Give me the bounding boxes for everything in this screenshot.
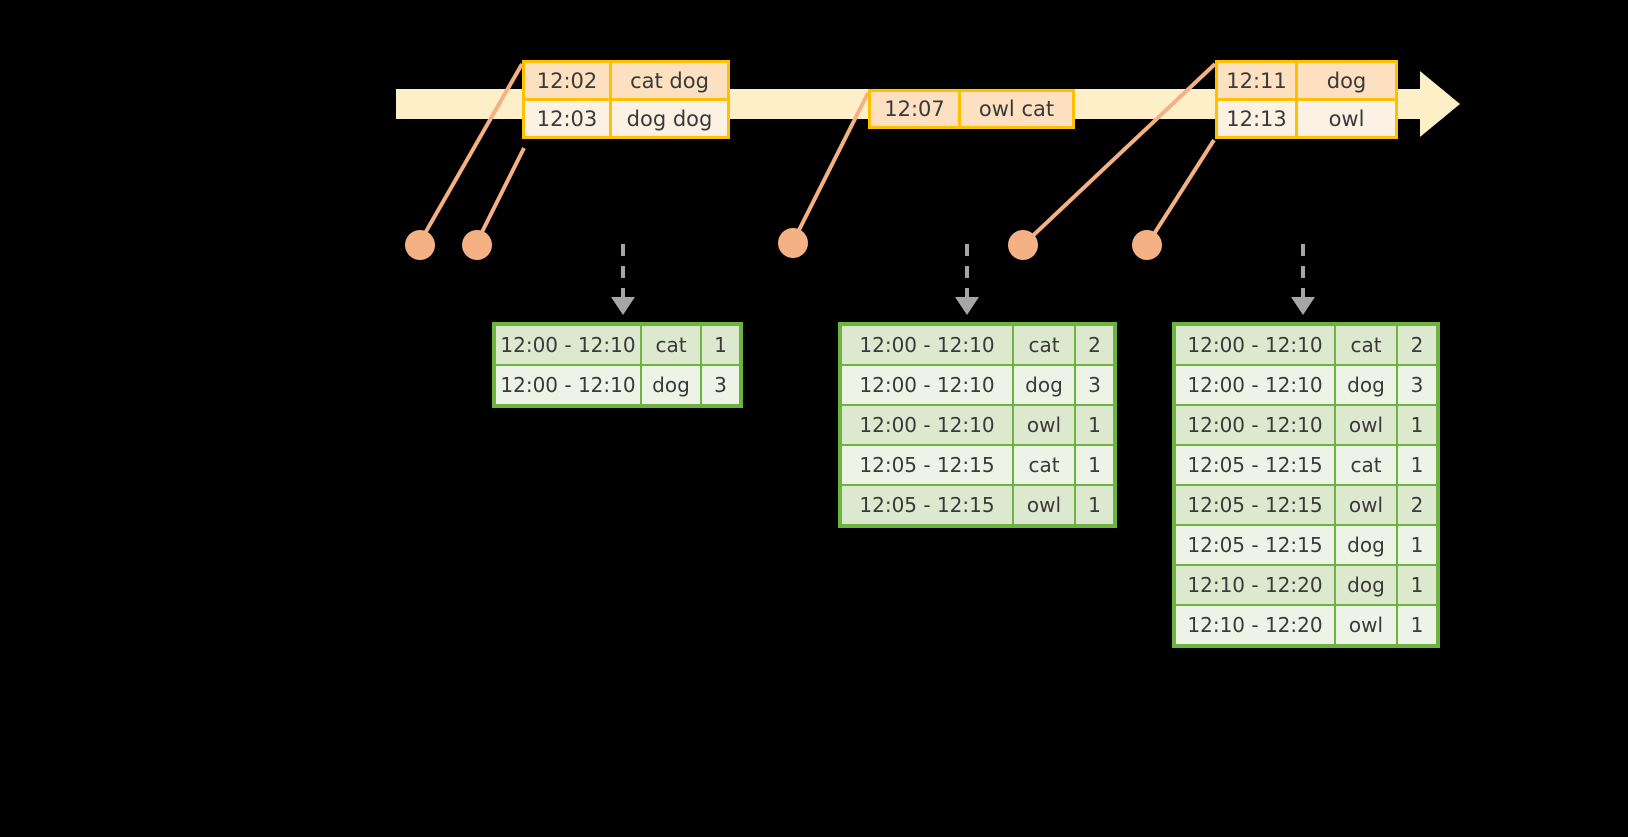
table-cell-window: 12:00 - 12:10 bbox=[1176, 406, 1336, 444]
event-row: 12:07 owl cat bbox=[871, 92, 1072, 126]
event-value: owl bbox=[1298, 101, 1395, 136]
table-cell-window: 12:10 - 12:20 bbox=[1176, 566, 1336, 604]
event-time: 12:03 bbox=[525, 101, 612, 136]
table-cell-window: 12:05 - 12:15 bbox=[1176, 486, 1336, 524]
event-box-3: 12:11 dog 12:13 owl bbox=[1215, 60, 1398, 139]
connector-dot bbox=[1132, 230, 1162, 260]
table-cell-count: 2 bbox=[1398, 326, 1436, 364]
event-value: owl cat bbox=[961, 92, 1072, 126]
table-cell-count: 1 bbox=[1398, 526, 1436, 564]
table-cell-key: cat bbox=[1014, 326, 1076, 364]
event-value: dog dog bbox=[612, 101, 727, 136]
event-value: dog bbox=[1298, 63, 1395, 98]
table-cell-count: 1 bbox=[1398, 406, 1436, 444]
connector-dot bbox=[462, 230, 492, 260]
table-cell-window: 12:00 - 12:10 bbox=[842, 366, 1014, 404]
table-cell-window: 12:00 - 12:10 bbox=[1176, 326, 1336, 364]
table-cell-count: 1 bbox=[702, 326, 739, 364]
event-row: 12:13 owl bbox=[1218, 98, 1395, 136]
event-box-2: 12:07 owl cat bbox=[868, 89, 1075, 129]
table-cell-key: owl bbox=[1014, 486, 1076, 524]
event-time: 12:13 bbox=[1218, 101, 1298, 136]
dashed-arrow-head-3 bbox=[1291, 297, 1315, 315]
table-cell-window: 12:00 - 12:10 bbox=[842, 326, 1014, 364]
table-cell-window: 12:00 - 12:10 bbox=[496, 326, 642, 364]
table-cell-count: 3 bbox=[1398, 366, 1436, 404]
table-cell-key: cat bbox=[1336, 326, 1398, 364]
table-cell-key: dog bbox=[1336, 566, 1398, 604]
timeline-arrowhead bbox=[1420, 71, 1460, 137]
table-cell-key: owl bbox=[1336, 486, 1398, 524]
event-value: cat dog bbox=[612, 63, 727, 98]
table-cell-count: 3 bbox=[702, 366, 739, 404]
connector-dot bbox=[778, 228, 808, 258]
event-box-1: 12:02 cat dog 12:03 dog dog bbox=[522, 60, 730, 139]
dashed-arrow-shaft-3 bbox=[1301, 244, 1305, 304]
table-cell-window: 12:00 - 12:10 bbox=[1176, 366, 1336, 404]
event-row: 12:03 dog dog bbox=[525, 98, 727, 136]
table-cell-count: 1 bbox=[1398, 606, 1436, 644]
table-cell-key: owl bbox=[1336, 606, 1398, 644]
table-cell-count: 1 bbox=[1076, 446, 1113, 484]
table-cell-key: owl bbox=[1336, 406, 1398, 444]
event-row: 12:02 cat dog bbox=[525, 63, 727, 98]
event-row: 12:11 dog bbox=[1218, 63, 1395, 98]
table-cell-count: 1 bbox=[1398, 446, 1436, 484]
table-cell-key: dog bbox=[1336, 366, 1398, 404]
table-cell-window: 12:00 - 12:10 bbox=[496, 366, 642, 404]
table-cell-key: cat bbox=[1014, 446, 1076, 484]
dashed-arrow-shaft-2 bbox=[965, 244, 969, 304]
table-cell-count: 3 bbox=[1076, 366, 1113, 404]
table-cell-count: 1 bbox=[1076, 406, 1113, 444]
table-cell-key: dog bbox=[642, 366, 702, 404]
table-cell-count: 2 bbox=[1398, 486, 1436, 524]
table-cell-key: dog bbox=[1336, 526, 1398, 564]
table-cell-count: 1 bbox=[1398, 566, 1436, 604]
dashed-arrow-shaft-1 bbox=[621, 244, 625, 304]
table-cell-window: 12:05 - 12:15 bbox=[1176, 446, 1336, 484]
dashed-arrow-head-1 bbox=[611, 297, 635, 315]
table-cell-window: 12:10 - 12:20 bbox=[1176, 606, 1336, 644]
table-cell-window: 12:05 - 12:15 bbox=[842, 446, 1014, 484]
event-time: 12:07 bbox=[871, 92, 961, 126]
table-cell-key: cat bbox=[642, 326, 702, 364]
table-cell-window: 12:05 - 12:15 bbox=[1176, 526, 1336, 564]
table-cell-window: 12:05 - 12:15 bbox=[842, 486, 1014, 524]
table-cell-key: cat bbox=[1336, 446, 1398, 484]
event-time: 12:02 bbox=[525, 63, 612, 98]
table-cell-key: dog bbox=[1014, 366, 1076, 404]
table-cell-count: 2 bbox=[1076, 326, 1113, 364]
event-time: 12:11 bbox=[1218, 63, 1298, 98]
connector-dot bbox=[405, 230, 435, 260]
table-cell-count: 1 bbox=[1076, 486, 1113, 524]
dashed-arrow-head-2 bbox=[955, 297, 979, 315]
connector-dot bbox=[1008, 230, 1038, 260]
table-cell-key: owl bbox=[1014, 406, 1076, 444]
table-cell-window: 12:00 - 12:10 bbox=[842, 406, 1014, 444]
